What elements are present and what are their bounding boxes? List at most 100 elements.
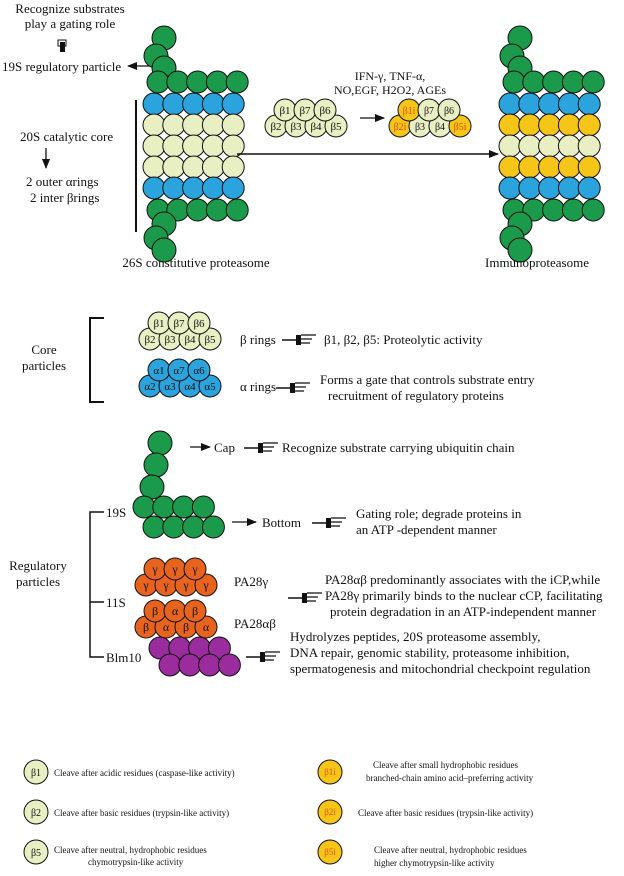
beta-subunit [577,155,601,179]
alpha-subunit [577,92,601,116]
ring-subunit-label: β2 [270,121,281,133]
base-subunit [186,198,210,222]
alpha-subunit [538,92,562,116]
beta-subunit [162,134,186,158]
base-subunit [581,70,605,94]
alpha-subunit [557,176,581,200]
svg-text:play a gating role: play a gating role [25,16,116,31]
svg-text:Gating role; degrade proteins: Gating role; degrade proteins in [356,506,522,521]
ring-subunit-label: β1i [403,106,416,117]
blm10-subunit [217,653,241,677]
ring-subunit-label: α2 [144,381,155,393]
base-subunit [561,70,585,94]
legend-item-b5: β5 Cleave after neutral, hydrophobic res… [23,839,207,867]
alpha-subunit [142,92,166,116]
base-subunit [542,70,566,94]
ring-subunit-label: α7 [173,365,185,377]
beta-subunit [518,134,542,158]
alpha-subunit [221,176,245,200]
ring-subunit [448,114,472,138]
ring-subunit-label: α6 [193,365,205,377]
svg-text:β1i: β1i [324,767,336,777]
recognize-label: Recognize substrates play a gating role [15,1,124,31]
svg-text:Cleave after neutral, hydropho: Cleave after neutral, hydrophobic residu… [374,845,527,855]
base-subunit [182,515,206,539]
svg-text:DNA repair, genomic stability,: DNA repair, genomic stability, proteasom… [290,645,570,660]
beta-subunit [182,113,206,137]
hand-part [295,382,310,392]
ring-subunit-label: β3 [415,122,425,133]
ring-subunit-label: β [152,604,158,618]
base-subunit [172,495,196,519]
bottom-label: Bottom [262,515,301,530]
s19-label: 19S [106,505,126,520]
base-subunit [186,70,210,94]
svg-text:β2i: β2i [324,807,336,817]
ring-subunit-label: β2 [144,334,155,346]
inner-rings-label: 2 inter βrings [30,190,99,205]
beta-subunit [577,134,601,158]
ring-subunit-label: β7 [299,105,311,117]
hand-part [296,335,301,345]
svg-text:β1: β1 [31,768,41,779]
legend-symbol-b1 [23,759,49,785]
beta-subunit [518,155,542,179]
base-subunit [166,70,190,94]
legend-item-b5i: β5i Cleave after neutral, hydrophobic re… [317,839,527,868]
hand-part [263,442,278,452]
beta-subunit [498,134,522,158]
alpha-rings-label: α rings [240,379,276,394]
alpha-subunit [182,176,206,200]
beta-subunit [557,134,581,158]
svg-text:spermatogenesis and mitochondr: spermatogenesis and mitochondrial checkp… [290,661,591,676]
rp19s-label: 19S regulatory particle [2,59,121,74]
ring-subunit-label: γ [182,578,189,592]
constitutive-label: 26S constitutive proteasome [122,255,270,270]
alpha-subunit [162,176,186,200]
beta-subunit [498,113,522,137]
beta-subunit [142,134,166,158]
ring-subunit-label: α [163,620,170,634]
svg-text:Cleave after basic residues (t: Cleave after basic residues (trypsin-lik… [54,808,229,818]
beta-subunit [498,155,522,179]
svg-text:particles: particles [22,358,66,373]
core-particles-label: Core particles [22,342,66,373]
ring-subunit [313,98,337,122]
legend: β1 Cleave after acidic residues (caspase… [23,759,534,868]
blm10-subunit [198,653,222,677]
beta-subunit [538,113,562,137]
ring-subunit-label: γ [202,578,209,592]
svg-text:chymotrypsin-like activity: chymotrypsin-like activity [88,857,184,867]
ring-subunit-label: α1 [153,365,164,377]
hand-part [265,651,280,661]
pa28-desc: PA28αβ predominantly associates with the… [325,572,603,619]
stimuli-label: IFN-γ, TNF-α, NO,EGF, H2O2, AGEs [334,69,446,97]
alpha-subunit [142,176,166,200]
blm10-subunit [158,653,182,677]
legend-item-b1: β1 Cleave after acidic residues (caspase… [23,759,235,785]
ring-subunit [194,615,218,639]
base-subunit [561,198,585,222]
ring-subunit-label: β [143,620,149,634]
immunoproteasome-model [498,25,605,263]
hand-part [331,517,346,527]
beta-subunit [182,155,206,179]
ring-subunit-label: β1 [153,318,164,330]
beta-subunit [162,113,186,137]
svg-text:Cleave after basic residues (t: Cleave after basic residues (trypsin-lik… [358,808,533,818]
ring-subunit-label: β [183,620,189,634]
regulatory-particles-label: Regulatory particles [9,558,67,589]
svg-text:recruitment of regulatory prot: recruitment of regulatory proteins [328,388,504,403]
base-subunit [542,198,566,222]
base-subunit [502,70,526,94]
ring-subunit-label: β7 [424,106,434,117]
ring-subunit-label: α3 [164,381,176,393]
base-subunit [201,515,225,539]
beta-subunit [221,113,245,137]
beta-subunit [577,113,601,137]
base-subunit [162,515,186,539]
